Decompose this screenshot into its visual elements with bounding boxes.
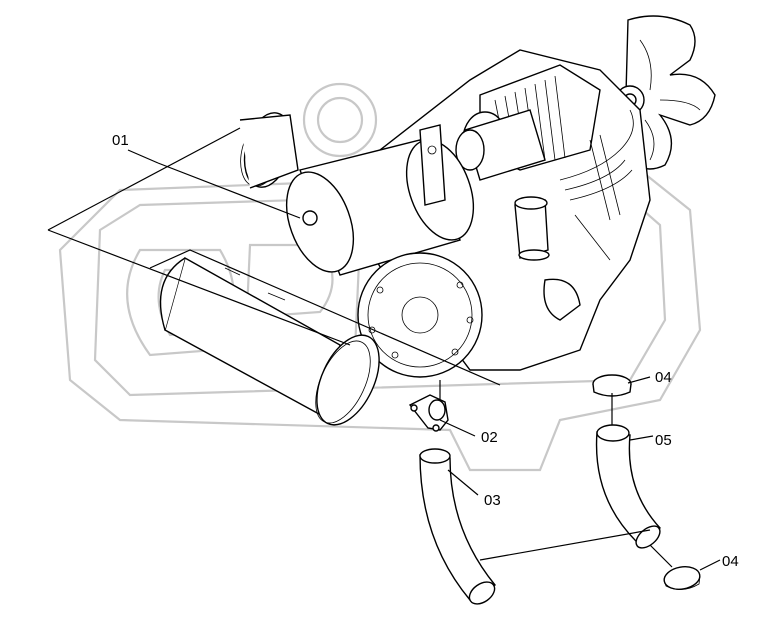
- part-01-muffler-shield: [159, 112, 380, 426]
- callout-03: 03: [484, 492, 501, 509]
- callout-01: 01: [112, 132, 129, 149]
- part-04-ring-lower: [663, 566, 701, 590]
- part-02-clamp: [408, 394, 449, 432]
- engine-assembly: [285, 15, 716, 378]
- air-cleaner: [455, 109, 546, 181]
- callout-labels: 01 02 03 04 05 04: [112, 132, 739, 570]
- callout-02: 02: [481, 429, 498, 446]
- callout-05: 05: [655, 432, 672, 449]
- callout-04-upper: 04: [655, 369, 672, 386]
- part-05-hose: [595, 424, 662, 549]
- flywheel-housing: [357, 252, 483, 378]
- leader-lines: [47, 127, 721, 571]
- part-04-ring-upper: [592, 374, 632, 397]
- muffler-mounted: [285, 139, 475, 276]
- fuel-filter: [514, 196, 550, 261]
- part-03-hose: [419, 448, 497, 605]
- callout-04-lower: 04: [722, 553, 739, 570]
